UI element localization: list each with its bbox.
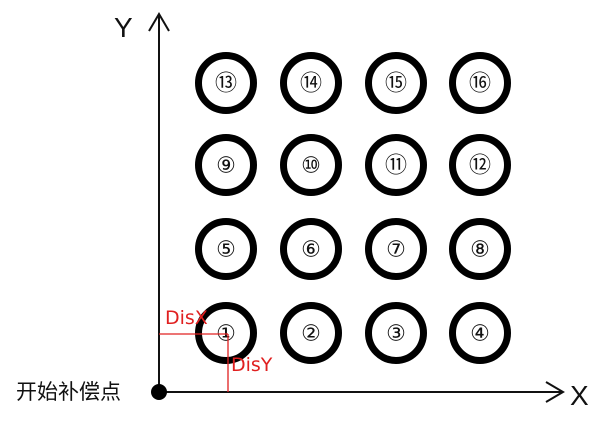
hole-grid: ① ② ③ ④ ⑤ ⑥ ⑦ ⑧ ⑨ ⑩ ⑪ ⑫ ⑬ ⑭ ⑮ ⑯ [195, 52, 511, 364]
hole-1: ① [195, 302, 257, 364]
hole-5: ⑤ [195, 218, 257, 280]
hole-number-label: ⑬ [215, 72, 237, 97]
origin-point-dot [151, 384, 167, 400]
hole-2: ② [280, 302, 342, 364]
origin-point-label: 开始补偿点 [16, 380, 121, 404]
hole-7: ⑦ [365, 218, 427, 280]
hole-ring-icon [280, 52, 342, 114]
hole-4: ④ [449, 302, 511, 364]
hole-8: ⑧ [449, 218, 511, 280]
hole-13: ⑬ [195, 52, 257, 114]
hole-11: ⑪ [365, 134, 427, 196]
hole-10: ⑩ [280, 134, 342, 196]
hole-16: ⑯ [449, 52, 511, 114]
hole-number-label: ⑫ [469, 154, 491, 179]
hole-6: ⑥ [280, 218, 342, 280]
hole-12: ⑫ [449, 134, 511, 196]
hole-number-label: ⑭ [300, 72, 322, 97]
hole-number-label: ⑥ [301, 238, 321, 263]
hole-ring-icon [449, 218, 511, 280]
hole-number-label: ⑨ [216, 154, 236, 179]
hole-ring-icon [365, 302, 427, 364]
hole-ring-icon [449, 134, 511, 196]
hole-ring-icon [365, 134, 427, 196]
hole-number-label: ⑤ [216, 238, 236, 263]
x-axis-label: X [570, 380, 589, 411]
hole-ring-icon [449, 52, 511, 114]
x-axis-arrow-icon [545, 381, 565, 403]
dis-x-label: DisX [165, 307, 208, 329]
hole-14: ⑭ [280, 52, 342, 114]
hole-ring-icon [195, 218, 257, 280]
y-axis-arrow-icon [148, 12, 170, 32]
hole-ring-icon [365, 52, 427, 114]
hole-3: ③ [365, 302, 427, 364]
hole-ring-icon [195, 52, 257, 114]
y-axis-label: Y [114, 12, 133, 43]
hole-9: ⑨ [195, 134, 257, 196]
hole-ring-icon [195, 134, 257, 196]
hole-ring-icon [280, 218, 342, 280]
hole-15: ⑮ [365, 52, 427, 114]
hole-ring-icon [280, 302, 342, 364]
hole-number-label: ⑦ [386, 238, 406, 263]
hole-number-label: ⑧ [470, 238, 490, 263]
hole-ring-icon [280, 134, 342, 196]
hole-number-label: ⑯ [469, 72, 491, 97]
hole-number-label: ③ [386, 322, 406, 347]
hole-number-label: ⑪ [385, 154, 407, 179]
dis-y-label: DisY [231, 354, 273, 376]
hole-ring-icon [365, 218, 427, 280]
hole-number-label: ④ [470, 322, 490, 347]
hole-ring-icon [195, 302, 257, 364]
hole-ring-icon [449, 302, 511, 364]
hole-number-label: ⑩ [301, 154, 321, 179]
hole-number-label: ⑮ [385, 72, 407, 97]
hole-number-label: ② [301, 322, 321, 347]
